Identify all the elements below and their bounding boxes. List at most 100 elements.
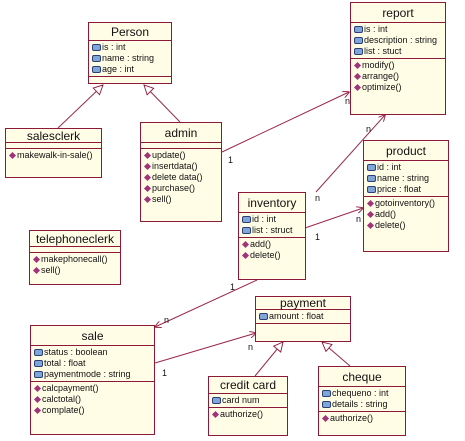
- multiplicity-label: 1: [162, 368, 168, 378]
- multiplicity-label: 1: [228, 155, 234, 165]
- class-name: telephoneclerk: [30, 231, 120, 247]
- attribute-text: status : boolean: [44, 347, 108, 357]
- method-icon: [321, 414, 330, 423]
- operation-row: delete(): [366, 220, 448, 231]
- attributes-compartment: [141, 143, 221, 149]
- operations-compartment: update()insertdata()delete data()purchas…: [141, 149, 221, 206]
- method-icon: [211, 410, 220, 419]
- method-icon: [32, 255, 41, 264]
- operations-compartment: authorize(): [319, 412, 405, 425]
- attribute-row: card num: [212, 395, 287, 406]
- operations-compartment: makewalk-in-sale(): [6, 149, 101, 162]
- attribute-row: age : int: [92, 64, 171, 75]
- method-icon: [366, 221, 375, 230]
- operation-row: authorize(): [211, 409, 287, 420]
- field-icon: [367, 186, 376, 193]
- attribute-text: total : float: [44, 358, 86, 368]
- field-icon: [92, 44, 101, 51]
- operation-text: insertdata(): [152, 161, 198, 171]
- generalization-creditcard-payment: [254, 342, 283, 377]
- attribute-text: chequeno : int: [332, 388, 389, 398]
- attributes-compartment: [30, 247, 120, 253]
- generalization-admin-person: [144, 85, 181, 123]
- multiplicity-label: 1: [315, 232, 321, 242]
- operation-row: calctotal(): [33, 394, 154, 405]
- generalization-salesclerk-person: [57, 85, 103, 129]
- operation-row: makewalk-in-sale(): [8, 150, 101, 161]
- operation-text: calctotal(): [42, 394, 82, 404]
- class-admin[interactable]: admin update()insertdata()delete data()pu…: [140, 122, 222, 222]
- field-icon: [354, 48, 363, 55]
- class-name: credit card: [209, 377, 287, 394]
- operation-row: delete(): [241, 250, 305, 261]
- association-inventory-sale: [155, 279, 258, 327]
- attribute-row: amount : float: [259, 311, 350, 322]
- association-sale-payment: [154, 333, 256, 364]
- operation-text: delete(): [250, 250, 281, 260]
- operation-row: add(): [241, 239, 305, 250]
- operation-row: authorize(): [321, 413, 405, 424]
- attribute-text: is : int: [364, 24, 388, 34]
- method-icon: [8, 151, 17, 160]
- method-icon: [143, 195, 152, 204]
- field-icon: [242, 216, 251, 223]
- attribute-row: is : int: [92, 42, 171, 53]
- field-icon: [92, 55, 101, 62]
- field-icon: [354, 26, 363, 33]
- operation-text: makephonecall(): [41, 254, 108, 264]
- operation-row: purchase(): [143, 183, 221, 194]
- operation-text: add(): [375, 209, 397, 219]
- field-icon: [367, 164, 376, 171]
- attribute-row: paymentmode : string: [34, 369, 154, 380]
- multiplicity-label: n: [315, 193, 321, 203]
- field-icon: [322, 401, 331, 408]
- field-icon: [322, 390, 331, 397]
- attributes-compartment: [6, 143, 101, 149]
- method-icon: [33, 406, 42, 415]
- attribute-row: list : stuct: [354, 46, 445, 57]
- field-icon: [259, 313, 268, 320]
- attribute-text: list : stuct: [364, 46, 402, 56]
- operation-row: complate(): [33, 405, 154, 416]
- multiplicity-label: 1: [230, 282, 236, 292]
- multiplicity-label: n: [356, 214, 362, 224]
- method-icon: [353, 83, 362, 92]
- operations-compartment: gotoinventory()add()delete(): [364, 197, 448, 232]
- attribute-text: details : string: [332, 399, 388, 409]
- method-icon: [33, 384, 42, 393]
- field-icon: [354, 37, 363, 44]
- attribute-row: details : string: [322, 399, 405, 410]
- operations-compartment: [256, 324, 350, 330]
- operation-row: add(): [366, 209, 448, 220]
- attribute-text: id : int: [377, 162, 402, 172]
- operations-compartment: calcpayment()calctotal()complate(): [31, 382, 154, 417]
- multiplicity-label: n: [366, 124, 372, 134]
- method-icon: [33, 395, 42, 404]
- attribute-text: price : float: [377, 184, 422, 194]
- operation-text: purchase(): [152, 183, 196, 193]
- operation-text: optimize(): [362, 82, 402, 92]
- operation-text: modify(): [362, 60, 395, 70]
- operation-row: sell(): [143, 194, 221, 205]
- class-name: admin: [141, 123, 221, 143]
- attribute-row: is : int: [354, 24, 445, 35]
- class-name: sale: [31, 326, 154, 346]
- operation-text: update(): [152, 150, 186, 160]
- attributes-compartment: card num: [209, 394, 287, 408]
- attribute-row: total : float: [34, 358, 154, 369]
